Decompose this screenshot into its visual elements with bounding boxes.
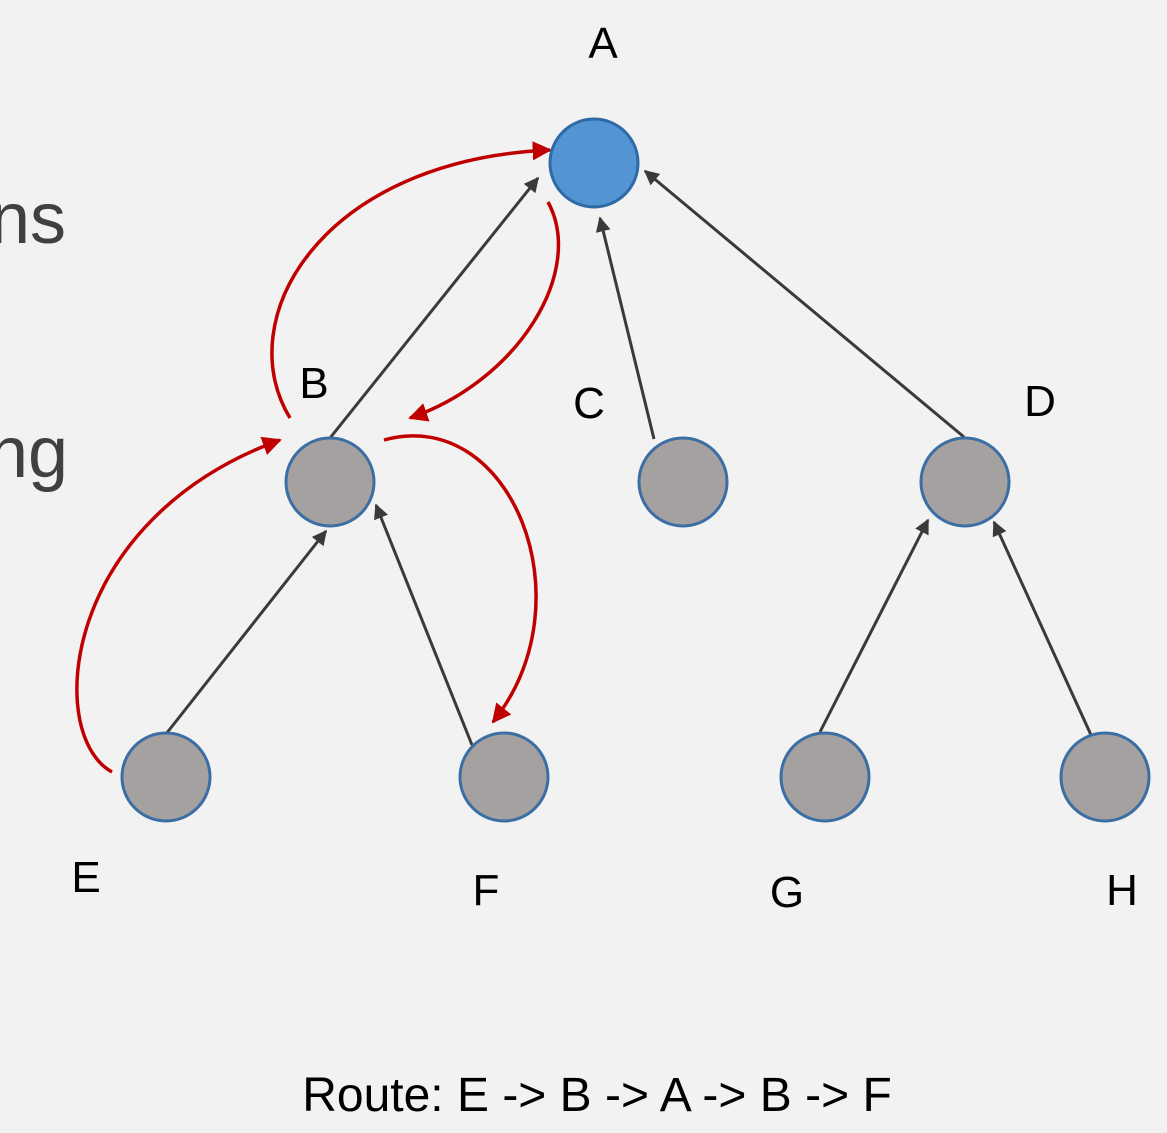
label-f: F [473, 866, 500, 915]
node-d [919, 436, 1011, 528]
label-d: D [1024, 377, 1056, 426]
tree-edges [164, 169, 1093, 746]
edge-f-to-b [374, 503, 474, 746]
edge-h-to-d [992, 520, 1093, 736]
node-a [548, 117, 640, 209]
edge-b-to-a [328, 176, 540, 439]
node-b [284, 436, 376, 528]
node-f [458, 731, 550, 823]
edge-d-to-a [643, 169, 965, 439]
edge-c-to-a [595, 216, 656, 440]
node-c [637, 436, 729, 528]
node-e [120, 731, 212, 823]
tree-nodes [120, 117, 1151, 823]
route-arrow-e-to-b [75, 436, 282, 774]
label-g: G [770, 868, 804, 917]
edge-g-to-d [818, 518, 930, 733]
label-e: E [71, 853, 100, 902]
node-labels: A B C D E F G H [71, 19, 1138, 917]
label-h: H [1106, 866, 1138, 915]
edge-e-to-b [164, 529, 328, 735]
node-h [1059, 731, 1151, 823]
node-g [779, 731, 871, 823]
route-arrow-b-to-f [383, 434, 538, 724]
label-a: A [588, 19, 618, 68]
route-arrow-b-to-a [270, 141, 552, 419]
route-caption: Route: E -> B -> A -> B -> F [302, 1069, 892, 1122]
label-c: C [573, 379, 605, 428]
partial-text-1: ns [0, 179, 66, 259]
route-arrow-a-to-b [408, 201, 561, 422]
route-path [75, 141, 561, 774]
partial-text-2: ng [0, 413, 68, 493]
label-b: B [299, 359, 328, 408]
